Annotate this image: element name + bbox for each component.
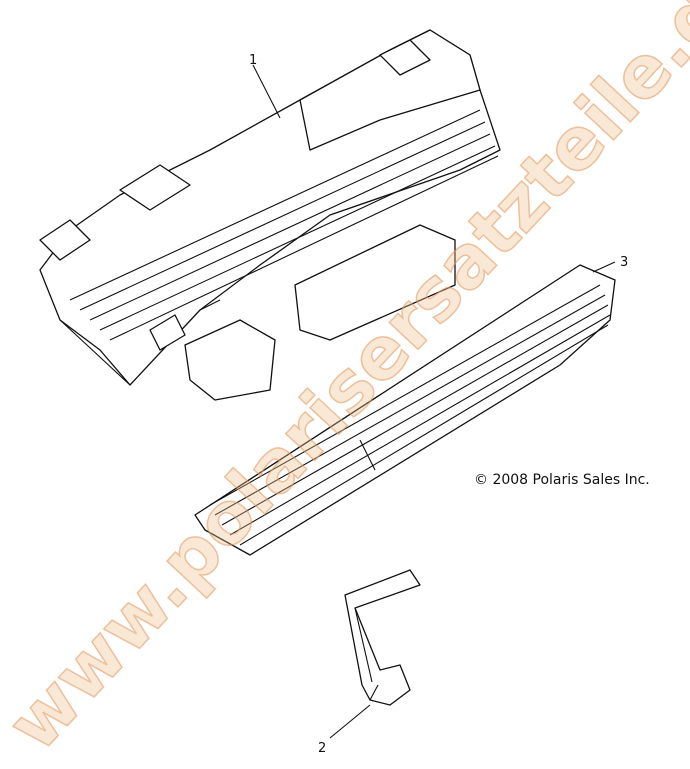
callout-2: 2 xyxy=(318,741,326,756)
callout-1: 1 xyxy=(249,53,257,68)
part-2-clip xyxy=(329,569,421,739)
callout-3: 3 xyxy=(620,255,628,270)
part-1-module xyxy=(39,29,501,401)
part-3-cover xyxy=(194,261,616,556)
copyright-notice: © 2008 Polaris Sales Inc. xyxy=(474,472,650,488)
